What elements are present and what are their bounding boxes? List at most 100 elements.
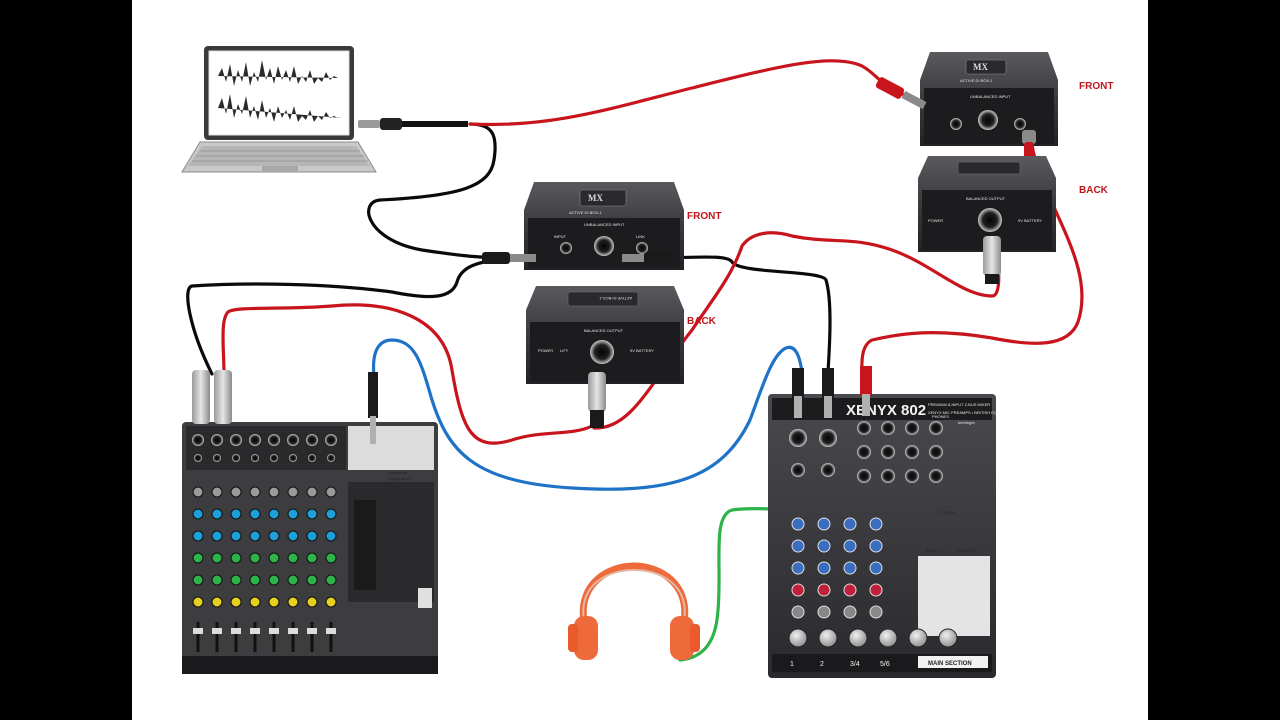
channel-knob xyxy=(306,530,318,542)
jack-socket xyxy=(232,454,240,462)
xlr-socket xyxy=(287,434,299,446)
channel-knob xyxy=(249,574,261,586)
soundcraft-mixer: Soundcraft Signature 12 xyxy=(182,422,438,674)
front-label-2: FRONT xyxy=(1079,81,1113,92)
channel-knob xyxy=(192,530,204,542)
di2-model: ACTIVE DI BOX-1 xyxy=(960,78,993,83)
xlr-plug-di1 xyxy=(588,372,606,428)
channel-knob xyxy=(249,552,261,564)
xenyx-main-section: MAIN SECTION xyxy=(928,661,972,667)
eq-knob xyxy=(869,561,883,575)
channel-knob xyxy=(230,530,242,542)
channel-label: 1 xyxy=(790,661,794,668)
di2-battery-label: 9V BATTERY xyxy=(1018,218,1042,223)
channel-knob xyxy=(325,552,337,564)
soundcraft-xlr-inputs xyxy=(192,434,337,462)
xlr-socket xyxy=(192,434,204,446)
jack-socket xyxy=(905,469,919,483)
xenyx-brand: behringer xyxy=(958,420,976,425)
channel-knob xyxy=(211,552,223,564)
xenyx-input: INPUT xyxy=(926,548,939,553)
channel-knob xyxy=(249,596,261,608)
channel-knob xyxy=(230,596,242,608)
channel-knob xyxy=(249,530,261,542)
channel-knob xyxy=(211,574,223,586)
jack-socket xyxy=(857,421,871,435)
eq-knob xyxy=(791,539,805,553)
di2-front-input-label: UNBALANCED INPUT xyxy=(970,94,1011,99)
fader-cap xyxy=(269,628,279,634)
di-box-1-plugs xyxy=(482,252,672,264)
channel-knob xyxy=(287,486,299,498)
jack-socket xyxy=(881,445,895,459)
channel-knob xyxy=(230,552,242,564)
wiring-diagram: MX ACTIVE DI BOX-1 UNBALANCED INPUT INPU… xyxy=(181,46,1113,678)
channel-knob xyxy=(249,486,261,498)
eq-knob xyxy=(791,517,805,531)
channel-knob xyxy=(268,486,280,498)
di2-logo: MX xyxy=(973,62,988,72)
channel-knob xyxy=(192,574,204,586)
channel-knob xyxy=(268,574,280,586)
eq-knob xyxy=(843,605,857,619)
xlr-socket xyxy=(211,434,223,446)
level-knob xyxy=(908,628,928,648)
channel-knob xyxy=(192,486,204,498)
channel-knob xyxy=(325,486,337,498)
channel-knob xyxy=(306,508,318,520)
channel-knob xyxy=(287,574,299,586)
level-knob xyxy=(938,628,958,648)
fader-cap xyxy=(193,628,203,634)
channel-knob xyxy=(325,508,337,520)
xlr-socket xyxy=(249,434,261,446)
di-box-2-front: MX ACTIVE DI BOX-1 UNBALANCED INPUT xyxy=(920,52,1058,146)
channel-knob xyxy=(230,508,242,520)
jack-socket xyxy=(308,454,316,462)
di-box-model: ACTIVE DI BOX-1 xyxy=(569,210,602,215)
jack-socket xyxy=(905,421,919,435)
channel-label: 2 xyxy=(820,661,824,668)
xlr-socket xyxy=(306,434,318,446)
channel-knob xyxy=(249,508,261,520)
channel-knob xyxy=(268,508,280,520)
fader-slot xyxy=(310,622,314,652)
channel-knob xyxy=(268,596,280,608)
headphones-icon xyxy=(568,562,700,660)
back-label-1: BACK xyxy=(687,316,717,327)
cable-blue-soundcraft-to-xenyx xyxy=(371,338,804,491)
soundcraft-model: Signature 12 xyxy=(388,476,411,481)
diagram-canvas: MX ACTIVE DI BOX-1 UNBALANCED INPUT INPU… xyxy=(132,0,1148,720)
xlr-socket xyxy=(325,434,337,446)
channel-knob xyxy=(287,530,299,542)
channel-knob xyxy=(192,508,204,520)
jack-socket xyxy=(327,454,335,462)
eq-knob xyxy=(869,583,883,597)
eq-knob xyxy=(869,605,883,619)
xenyx-input-plugs xyxy=(792,366,872,418)
cable-red-laptop-to-di2 xyxy=(468,59,909,127)
di-back-model: ACTIVE DI BOX-1 xyxy=(599,296,632,301)
jack-socket xyxy=(857,445,871,459)
channel-knob xyxy=(306,596,318,608)
fader-slot xyxy=(215,622,219,652)
jack-socket xyxy=(213,454,221,462)
jack-socket xyxy=(194,454,202,462)
channel-knob xyxy=(325,530,337,542)
jack-socket xyxy=(857,469,871,483)
jack-socket xyxy=(289,454,297,462)
channel-label: 5/6 xyxy=(880,661,890,668)
eq-knob xyxy=(843,539,857,553)
channel-knob xyxy=(287,552,299,564)
channel-knob xyxy=(268,552,280,564)
di-front-input-label: UNBALANCED INPUT xyxy=(584,222,625,227)
eq-knob xyxy=(817,539,831,553)
xenyx-phones: PHONES xyxy=(932,414,949,419)
channel-knob xyxy=(306,552,318,564)
eq-knob xyxy=(791,561,805,575)
fader-slot xyxy=(329,622,333,652)
xlr-plugs-soundcraft xyxy=(192,370,378,444)
level-knob xyxy=(878,628,898,648)
di-back-output-label: BALANCED OUTPUT xyxy=(584,328,624,333)
cable-red-di1-out xyxy=(221,303,594,445)
